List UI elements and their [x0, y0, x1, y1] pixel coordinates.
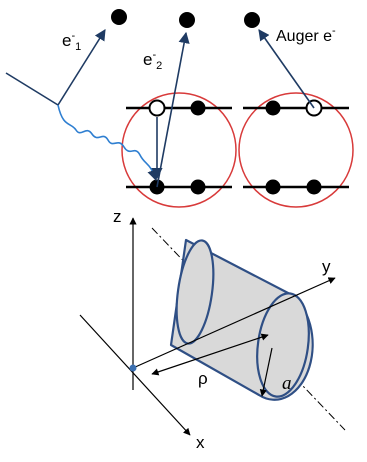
label-radius: a: [282, 373, 292, 394]
incident-line: [5, 72, 59, 106]
rho-arrow: [151, 333, 269, 376]
electron-lower-left-2: [190, 179, 206, 195]
vacancy-upper-left: [148, 99, 166, 117]
auger-process-panel: e-1 e-2 Auger e-: [5, 9, 354, 208]
electron-upper-left: [190, 100, 206, 116]
origin-dot: [129, 364, 137, 372]
axis-x: [79, 314, 191, 436]
arrow-e1: [57, 29, 106, 106]
auger-electron: [244, 12, 260, 28]
label-e1: e-1: [62, 30, 81, 53]
emitted-electron-1: [111, 9, 127, 25]
radius-arrow: [259, 347, 273, 397]
label-axis-x: x: [196, 433, 205, 452]
emitted-electron-2: [179, 12, 195, 28]
atom-circle-right: [238, 92, 354, 208]
cylinder-geometry-panel: z x y ρ a: [79, 207, 346, 452]
arrow-e2: [156, 31, 190, 188]
atom-circle-left: [121, 92, 237, 208]
label-auger: Auger e-: [276, 25, 336, 45]
electron-lower-right-1: [265, 179, 281, 195]
label-e2: e-2: [143, 49, 162, 72]
photon-wave: [57, 104, 159, 182]
electron-upper-right: [265, 100, 281, 116]
label-rho: ρ: [198, 369, 208, 388]
electron-lower-right-2: [306, 179, 322, 195]
label-axis-z: z: [113, 207, 122, 226]
label-axis-y: y: [322, 257, 331, 276]
arrow-auger: [258, 29, 315, 109]
